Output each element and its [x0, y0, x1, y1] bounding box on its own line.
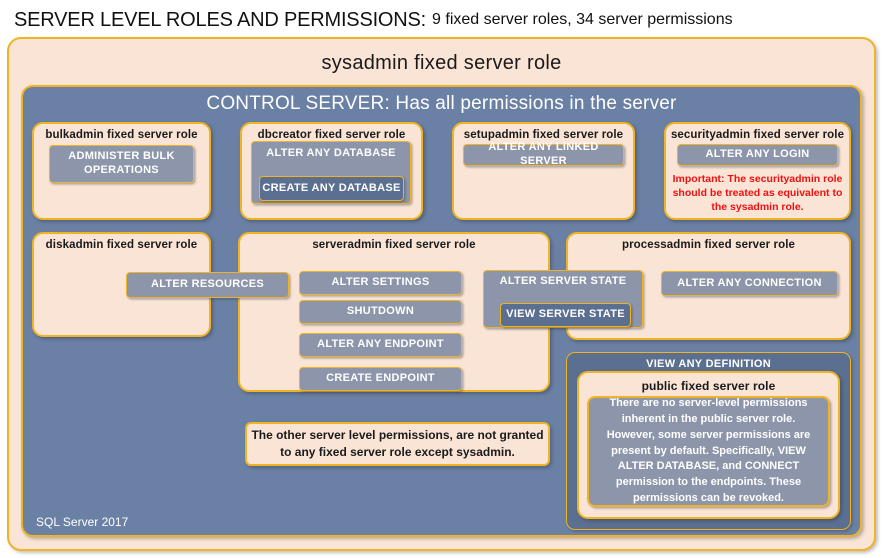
permission-line-2: OPERATIONS	[84, 164, 159, 176]
permission-label: SHUTDOWN	[346, 305, 415, 318]
permission-label: ALTER SERVER STATE	[499, 275, 627, 287]
permission-alter-any-endpoint[interactable]: ALTER ANY ENDPOINT	[299, 333, 462, 357]
permission-administer-bulk-operations[interactable]: ADMINISTER BULK OPERATIONS	[49, 145, 194, 183]
permission-view-server-state[interactable]: VIEW SERVER STATE	[500, 303, 631, 327]
permission-alter-settings[interactable]: ALTER SETTINGS	[299, 271, 462, 295]
permission-alter-any-connection[interactable]: ALTER ANY CONNECTION	[661, 271, 838, 296]
permission-line-1: ADMINISTER BULK	[68, 150, 175, 163]
role-card-diskadmin: diskadmin fixed server role	[32, 232, 211, 337]
permission-alter-resources[interactable]: ALTER RESOURCES	[126, 272, 289, 298]
permission-label: CREATE ENDPOINT	[326, 372, 435, 385]
page-title-main: SERVER LEVEL ROLES AND PERMISSIONS:	[14, 8, 427, 31]
role-title-public: public fixed server role	[641, 379, 776, 393]
role-title-processadmin: processadmin fixed server role	[621, 239, 796, 251]
permission-label: ALTER ANY LINKED SERVER	[488, 141, 599, 167]
permission-create-endpoint[interactable]: CREATE ENDPOINT	[299, 367, 462, 391]
permission-label: CREATE ANY DATABASE	[262, 181, 401, 194]
permission-label: ALTER ANY CONNECTION	[677, 276, 822, 289]
role-title-dbcreator: dbcreator fixed server role	[257, 129, 406, 141]
role-title-bulkadmin: bulkadmin fixed server role	[45, 129, 198, 141]
securityadmin-warning-note: Important: The securityadmin role should…	[672, 173, 843, 214]
permission-create-any-database[interactable]: CREATE ANY DATABASE	[259, 176, 404, 201]
permission-label: ALTER ANY ENDPOINT	[317, 338, 444, 351]
permission-alter-any-login[interactable]: ALTER ANY LOGIN	[677, 144, 838, 166]
permission-label: ALTER SETTINGS	[331, 276, 430, 289]
permission-alter-any-linked-server[interactable]: ALTER ANY LINKED SERVER	[463, 141, 624, 167]
permission-label: VIEW ANY DEFINITION	[646, 358, 771, 370]
permission-label: ALTER ANY LOGIN	[705, 148, 810, 161]
permission-label: ALTER RESOURCES	[150, 278, 265, 291]
page-title: SERVER LEVEL ROLES AND PERMISSIONS: 9 fi…	[14, 6, 874, 34]
role-title-diskadmin: diskadmin fixed server role	[45, 239, 198, 251]
other-permissions-note: The other server level permissions, are …	[245, 422, 550, 466]
role-card-securityadmin: securityadmin fixed server role	[664, 122, 851, 220]
role-title-setupadmin: setupadmin fixed server role	[463, 129, 624, 141]
sysadmin-role-label: sysadmin fixed server role	[321, 51, 562, 74]
page-title-sub: 9 fixed server roles, 34 server permissi…	[432, 11, 733, 28]
role-title-securityadmin: securityadmin fixed server role	[670, 129, 845, 141]
public-role-description: There are no server-level permissions in…	[587, 396, 830, 507]
role-title-serveradmin: serveradmin fixed server role	[312, 239, 476, 251]
role-card-setupadmin: setupadmin fixed server role	[452, 122, 635, 220]
permission-shutdown[interactable]: SHUTDOWN	[299, 300, 462, 324]
permission-label: ALTER ANY DATABASE	[266, 147, 396, 159]
control-server-label: CONTROL SERVER: Has all permissions in t…	[206, 93, 677, 114]
permission-label: VIEW SERVER STATE	[506, 308, 625, 321]
footer-version-label: SQL Server 2017	[36, 515, 129, 529]
